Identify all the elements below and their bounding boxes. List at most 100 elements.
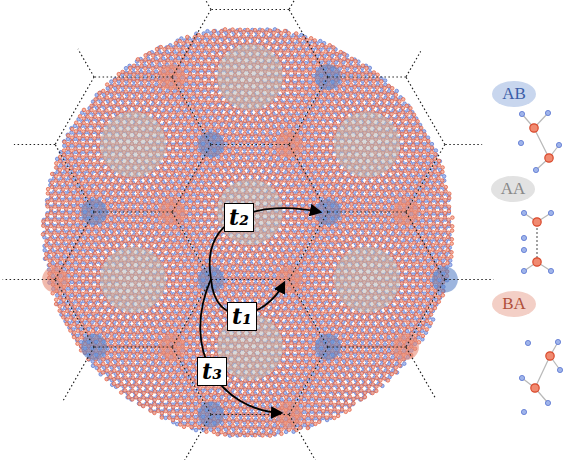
atom (533, 218, 541, 226)
ab-stacking-figure (518, 110, 561, 172)
atom (546, 352, 554, 360)
atom (555, 339, 560, 344)
atom (521, 247, 526, 252)
hexagon-edge (406, 77, 445, 145)
hopping-arrow (200, 279, 281, 413)
stacking-regions (42, 44, 458, 428)
stacking-name: BA (502, 294, 526, 314)
hexagon-edge (0, 279, 55, 280)
hexagon-edge (406, 212, 445, 280)
ba-stacking-figure (519, 339, 562, 414)
stacking-badge: BA (492, 291, 536, 317)
hexagon-edge (94, 76, 172, 77)
hexagon-edge (289, 347, 328, 415)
hexagon-edge (289, 77, 328, 145)
hexagon-edge (406, 0, 445, 10)
hexagon-edge (172, 0, 211, 10)
atom (545, 110, 550, 115)
hexagon-edge (55, 77, 94, 145)
atom (548, 210, 553, 215)
atom (518, 140, 523, 145)
hexagon-edge (289, 415, 328, 460)
hexagon-edge (0, 144, 55, 145)
atom (557, 367, 562, 372)
hexagon-edge (172, 77, 211, 145)
hexagon-edge (55, 10, 94, 78)
hexagon-edge (289, 280, 328, 348)
bond (535, 356, 550, 388)
hexagon-edge (289, 212, 328, 280)
bond (534, 128, 549, 158)
hexagon-edge (172, 280, 211, 348)
atom-layers (41, 28, 454, 438)
aa-region (334, 112, 400, 178)
hexagon-edge (55, 415, 94, 460)
hopping-symbol: t₃ (202, 358, 222, 385)
atom (545, 154, 553, 162)
stacking-badge: AA (491, 176, 536, 202)
hexagon-edge (289, 145, 328, 213)
red-layer-atoms (41, 28, 454, 438)
atom (530, 124, 538, 132)
hexagon-edge (328, 211, 406, 212)
hexagon-edge (289, 10, 328, 78)
hexagon-edge (94, 346, 172, 347)
hexagon-edge (172, 415, 211, 460)
hopping-symbol: t₁ (232, 303, 252, 330)
hexagon-edge (172, 10, 211, 78)
hexagon-edge (55, 145, 94, 213)
hexagon-edge (55, 0, 94, 10)
atom (519, 111, 524, 116)
hexagon-edge (211, 9, 289, 10)
hexagon-edge (406, 10, 445, 78)
hexagon-edge (289, 0, 328, 10)
hexagon-edge (328, 346, 406, 347)
atom (533, 258, 541, 266)
atom (548, 268, 553, 273)
atom (519, 375, 524, 380)
hopping-label: t₂ (224, 203, 254, 232)
hopping-label: t₃ (197, 357, 227, 386)
atom (521, 409, 526, 414)
hexagon-edge (172, 145, 211, 213)
hexagon-edge (211, 414, 289, 415)
atom (525, 340, 530, 345)
aa-stacking-figure (521, 210, 553, 273)
atom (521, 268, 526, 273)
hexagon-edge (94, 211, 172, 212)
atom (521, 235, 526, 240)
hexagon-edge (55, 280, 94, 348)
hexagon-edge (406, 145, 445, 213)
aa-region (217, 179, 283, 245)
hexagon-edge (211, 279, 289, 280)
atom (556, 142, 561, 147)
aa-region (217, 44, 283, 110)
hexagon-edge (55, 212, 94, 280)
atom (545, 400, 550, 405)
hexagon-edge (406, 415, 445, 460)
hexagon-edge (523, 212, 562, 280)
hopping-label: t₁ (227, 302, 257, 331)
atom (521, 210, 526, 215)
hexagon-edge (0, 414, 55, 415)
bond (536, 224, 537, 262)
hexagon-edge (172, 212, 211, 280)
hexagon-edge (211, 144, 289, 145)
aa-region (334, 247, 400, 313)
atom (531, 384, 539, 392)
hexagon-edge (0, 9, 55, 10)
hexagon-edge (55, 347, 94, 415)
atom (533, 167, 538, 172)
hexagon-edge (562, 211, 563, 212)
aa-region (100, 112, 166, 178)
hexagon-edge (445, 279, 523, 280)
hexagon-edge (406, 347, 445, 415)
hexagon-edge (445, 144, 523, 145)
hexagon-edge (523, 145, 562, 213)
stacking-name: AB (502, 84, 526, 104)
hexagon-edge (445, 414, 523, 415)
